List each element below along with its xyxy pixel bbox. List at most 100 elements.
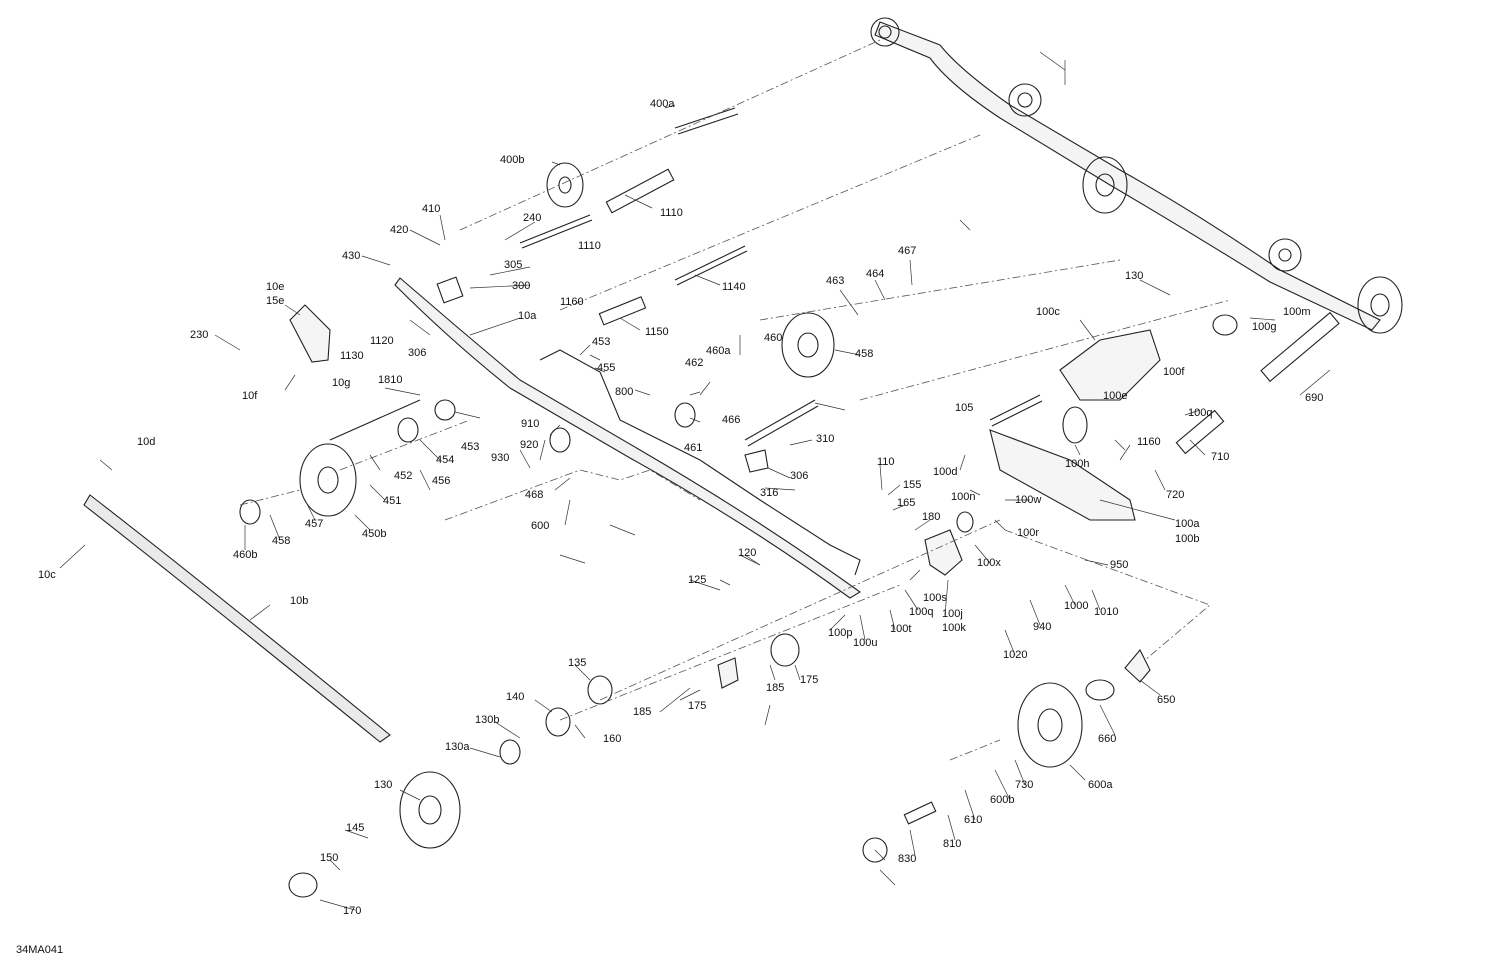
part-label: 458 <box>855 348 874 360</box>
part-label: 306 <box>408 347 427 359</box>
part-label: 240 <box>523 212 542 224</box>
part-label: 175 <box>688 700 707 712</box>
part-label: 316 <box>760 487 779 499</box>
part-label: 463 <box>826 275 845 287</box>
part-label: 130 <box>1125 270 1144 282</box>
part-label: 175 <box>800 674 819 686</box>
part-label: 800 <box>615 386 634 398</box>
part-label: 10b <box>290 595 309 607</box>
part-label: 464 <box>866 268 885 280</box>
part-label: 10d <box>137 436 156 448</box>
part-label: 1120 <box>370 335 394 347</box>
part-label: 10a <box>518 310 537 322</box>
part-label: 467 <box>898 245 917 257</box>
part-label: 910 <box>521 418 540 430</box>
part-label: 230 <box>190 329 209 341</box>
part-label: 100s <box>923 592 947 604</box>
part-label: 454 <box>436 454 455 466</box>
part-label: 160 <box>603 733 622 745</box>
part-label: 130 <box>374 779 393 791</box>
part-label: 453 <box>461 441 480 453</box>
part-label: 920 <box>520 439 539 451</box>
part-label: 457 <box>305 518 324 530</box>
part-label: 15e <box>266 295 285 307</box>
part-label: 455 <box>597 362 616 374</box>
part-label: 100k <box>942 622 966 634</box>
part-label: 10c <box>38 569 56 581</box>
part-label: 100b <box>1175 533 1200 545</box>
part-label: 1020 <box>1003 649 1028 661</box>
part-label: 180 <box>922 511 941 523</box>
part-label: 100w <box>1015 494 1042 506</box>
part-label: 1110 <box>578 240 601 252</box>
part-label: 100h <box>1065 458 1090 470</box>
part-label: 100a <box>1175 518 1200 530</box>
part-label: 1140 <box>722 281 746 293</box>
part-label: 690 <box>1305 392 1324 404</box>
part-label: 430 <box>342 250 361 262</box>
part-label: 940 <box>1033 621 1052 633</box>
part-label: 100t <box>890 623 912 635</box>
part-label: 1110 <box>660 207 683 219</box>
part-label: 400a <box>650 98 675 110</box>
part-label: 100u <box>853 637 878 649</box>
part-label: 950 <box>1110 559 1129 571</box>
part-label: 130a <box>445 741 470 753</box>
part-label: 650 <box>1157 694 1176 706</box>
part-label: 460 <box>764 332 783 344</box>
part-label: 135 <box>568 657 587 669</box>
part-label: 185 <box>766 682 785 694</box>
part-label: 1150 <box>645 326 669 338</box>
part-label: 810 <box>943 838 962 850</box>
part-label: 462 <box>685 357 704 369</box>
part-label: 100n <box>951 491 976 503</box>
part-label: 1160 <box>560 296 584 308</box>
part-label: 610 <box>964 814 983 826</box>
part-label: 306 <box>790 470 809 482</box>
slide-strip <box>83 494 391 743</box>
part-label: 720 <box>1166 489 1185 501</box>
part-label: 10g <box>332 377 351 389</box>
part-label: 100c <box>1036 306 1060 318</box>
part-label: 105 <box>955 402 974 414</box>
rail-near <box>394 277 861 599</box>
part-label: 100q <box>1188 407 1213 419</box>
part-label: 453 <box>592 336 611 348</box>
part-label: 400b <box>500 154 525 166</box>
part-label: 125 <box>688 574 707 586</box>
part-label: 10f <box>242 390 258 402</box>
part-label: 420 <box>390 224 409 236</box>
part-label: 10e <box>266 281 285 293</box>
part-label: 100g <box>1252 321 1277 333</box>
part-label: 730 <box>1015 779 1034 791</box>
part-label: 460b <box>233 549 258 561</box>
part-label: 305 <box>504 259 523 271</box>
part-label: 100q <box>909 606 934 618</box>
part-label: 600a <box>1088 779 1113 791</box>
part-label: 155 <box>903 479 922 491</box>
rail-far <box>874 21 1381 331</box>
part-label: 410 <box>422 203 441 215</box>
part-label: 458 <box>272 535 291 547</box>
part-label: 1010 <box>1094 606 1119 618</box>
part-label: 452 <box>394 470 413 482</box>
part-label: 300 <box>512 280 531 292</box>
part-label: 600b <box>990 794 1015 806</box>
part-label: 100f <box>1163 366 1185 378</box>
part-label: 100r <box>1017 527 1040 539</box>
part-label: 100m <box>1283 306 1311 318</box>
part-label: 1160 <box>1137 436 1161 448</box>
part-label: 100e <box>1103 390 1128 402</box>
part-label: 1130 <box>340 350 364 362</box>
part-label: 185 <box>633 706 652 718</box>
part-label: 170 <box>343 905 362 917</box>
diagram-code: 34MA041 <box>16 944 64 956</box>
part-label: 660 <box>1098 733 1117 745</box>
part-label: 468 <box>525 489 544 501</box>
part-label: 310 <box>816 433 835 445</box>
part-label: 130b <box>475 714 500 726</box>
part-label: 460a <box>706 345 731 357</box>
part-label: 120 <box>738 547 757 559</box>
part-label: 100p <box>828 627 853 639</box>
